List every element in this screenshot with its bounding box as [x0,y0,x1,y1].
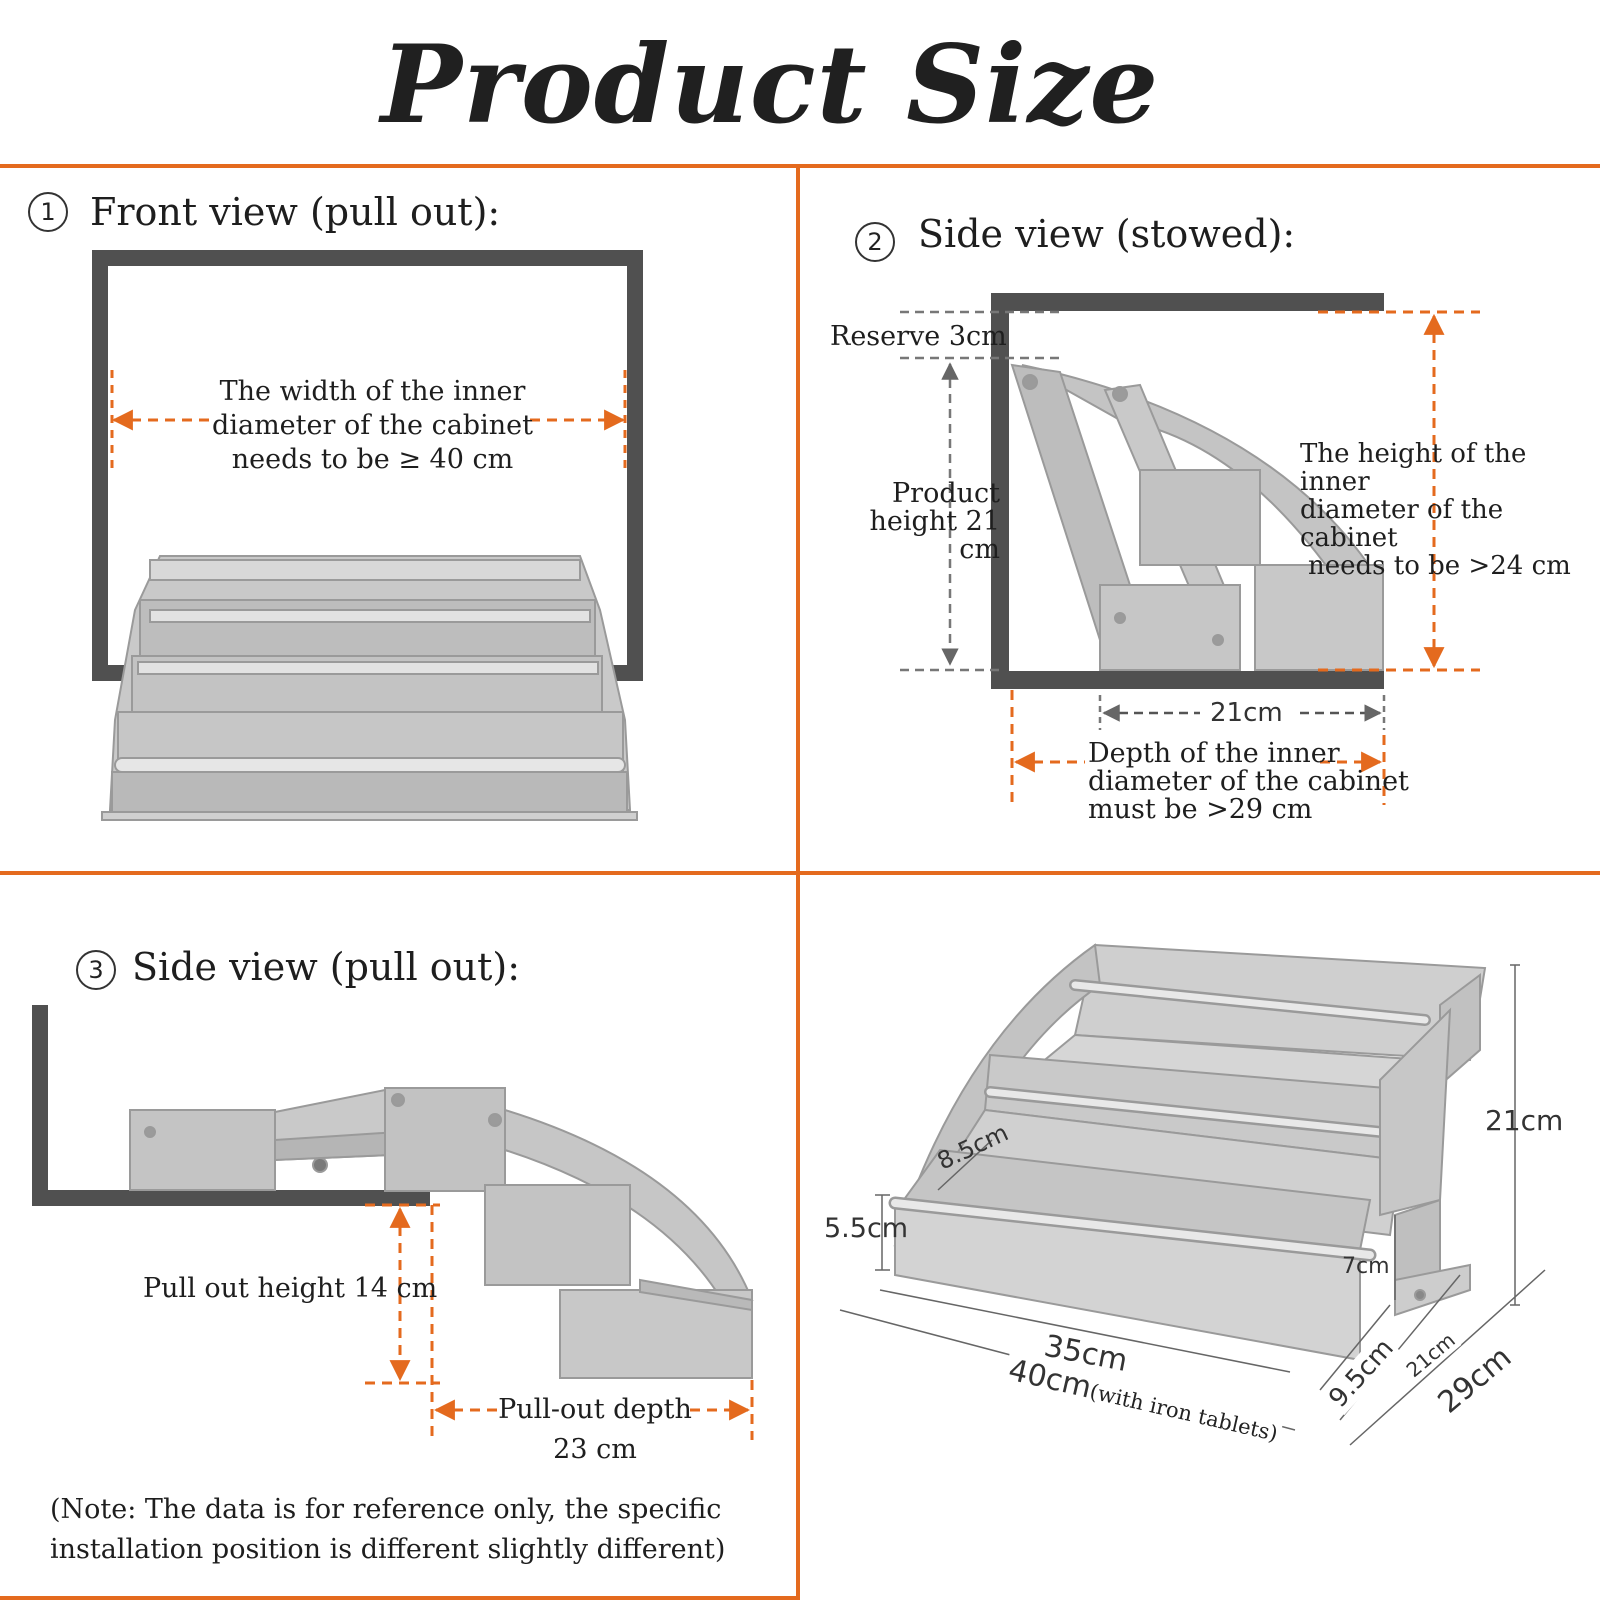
height-note-line-2: diameter of the cabinet [1300,495,1504,553]
reference-note-line-1: (Note: The data is for reference only, t… [50,1494,722,1525]
side-pullout-heading: Side view (pull out): [132,945,521,989]
width-note-line-2: diameter of the cabinet [212,410,533,441]
product-height-line-1: Product [892,478,1000,509]
section-number-3: 3 [76,950,116,990]
divider-bottom [0,1596,800,1600]
dim-front-height: 5.5cm [824,1213,909,1244]
depth-note: Depth of the inner diameter of the cabin… [1088,740,1409,824]
page-title: Product Size [380,22,1160,148]
reference-note: (Note: The data is for reference only, t… [50,1490,725,1570]
height-note-line-1: The height of the inner [1300,439,1527,497]
pull-depth-line-1: Pull-out depth [498,1394,692,1425]
height-note-line-3: needs to be >24 cm [1308,551,1571,581]
front-view-heading: Front view (pull out): [90,190,501,234]
divider-middle [0,871,1600,875]
product-height-line-2: height 21 cm [869,506,1000,565]
rack-front [101,555,638,821]
depth-21-label: 21cm [1206,698,1287,728]
width-note-line-3: needs to be ≥ 40 cm [231,444,514,475]
height-note: The height of the inner diameter of the … [1300,440,1600,580]
pull-depth-label: Pull-out depth 23 cm [495,1390,695,1470]
section-number-2: 2 [855,222,895,262]
divider-top [0,164,1600,168]
rack-3d-drawing [839,943,1546,1446]
depth-note-line-2: diameter of the cabinet [1088,766,1409,797]
width-note: The width of the inner diameter of the c… [205,375,540,477]
depth-note-line-1: Depth of the inner [1088,738,1340,769]
section-number-1: 1 [28,192,68,232]
side-pullout-drawing [32,1005,754,1440]
width-note-line-1: The width of the inner [219,376,526,407]
front-view-drawing [92,250,643,821]
side-stowed-heading: Side view (stowed): [918,212,1296,256]
pull-depth-line-2: 23 cm [553,1434,637,1465]
pull-height-label: Pull out height 14 cm [143,1273,438,1304]
dim-bracket: 7cm [1342,1254,1390,1279]
dim-height-21: 21cm [1485,1104,1564,1137]
divider-vertical [796,164,800,1600]
side-stowed-drawing [900,293,1480,805]
reserve-label: Reserve 3cm [830,321,1007,352]
depth-note-line-3: must be >29 cm [1088,794,1313,825]
reference-note-line-2: installation position is different sligh… [50,1534,726,1565]
product-height-label: Product height 21 cm [830,480,1000,564]
